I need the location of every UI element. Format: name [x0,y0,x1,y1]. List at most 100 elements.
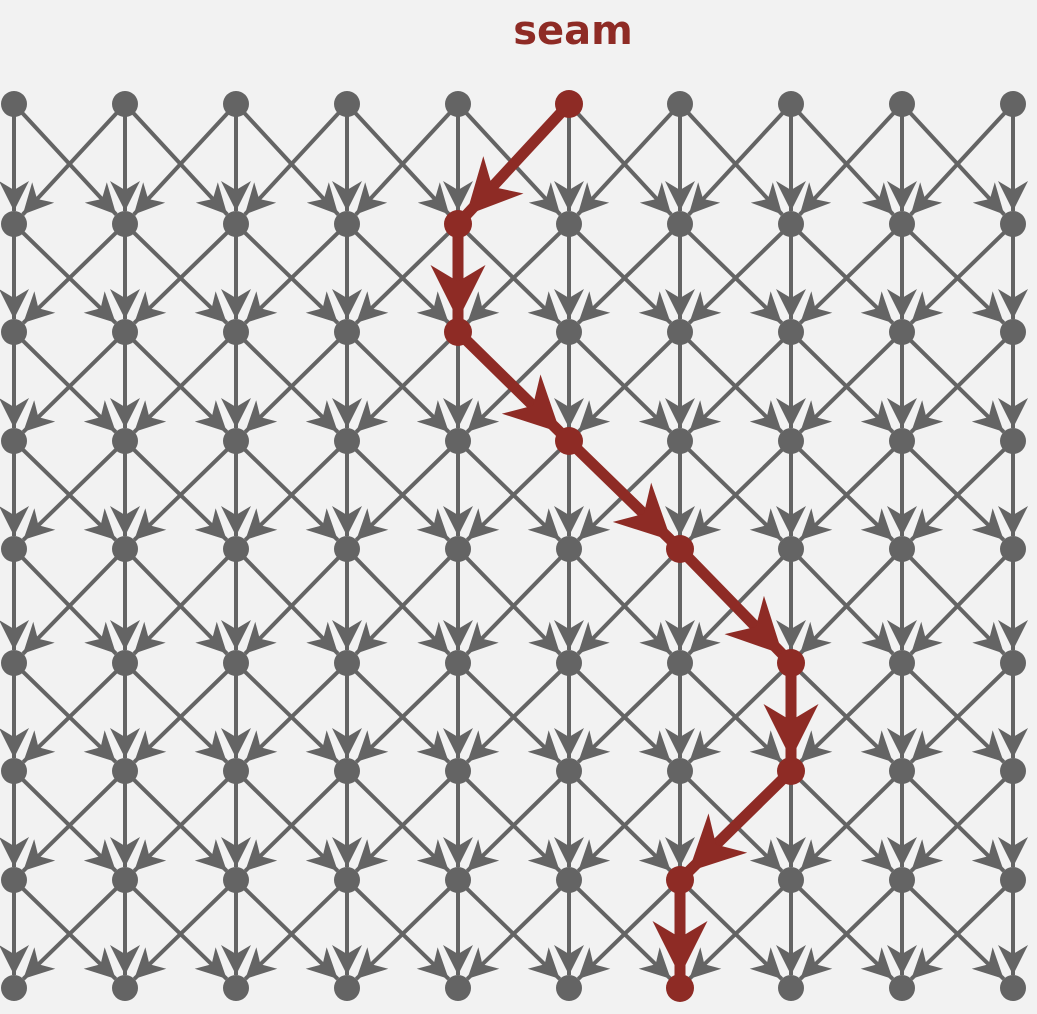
graph-edge [354,228,454,325]
graph-edge [465,884,565,981]
graph-node [889,319,915,345]
graph-edge [687,445,787,542]
graph-edge [906,553,1006,656]
graph-edge [465,775,565,873]
graph-edge [684,228,784,325]
graph-edge [240,445,340,542]
graph-edge [240,884,340,981]
graph-edge [18,445,118,542]
graph-edge [794,108,895,216]
graph-node [778,319,804,345]
graph-edge [795,228,895,325]
graph-edge [687,884,787,981]
graph-edge [906,884,1006,981]
graph-node [889,975,915,1001]
graph-edge [354,667,454,764]
graph-node [112,975,138,1001]
graph-node [112,536,138,562]
graph-node [334,867,360,893]
graph-edge [906,336,1006,434]
seam-node [777,757,805,785]
graph-edge [576,775,676,873]
graph-edge [243,108,344,216]
graph-edge [795,775,895,873]
graph-edge [573,228,673,325]
graph-node [445,536,471,562]
graph-edge [465,667,565,764]
graph-edge [243,445,343,542]
graph-node [334,91,360,117]
graph-node [667,211,693,237]
graph-node [334,211,360,237]
graph-node [778,211,804,237]
graph-edge [351,775,451,873]
graph-node [889,867,915,893]
graph-node [1,650,27,676]
graph-edge [798,228,898,325]
graph-edge [798,553,898,656]
graph-edge [129,884,229,981]
graph-node [445,650,471,676]
graph-node [112,211,138,237]
graph-node [1000,536,1026,562]
graph-edge [351,667,451,764]
graph-node [1,211,27,237]
graph-node [667,758,693,784]
graph-edge [243,775,343,873]
graph-node [778,975,804,1001]
graph-edge [243,667,343,764]
graph-edge [128,108,229,216]
graph-edge [462,553,562,656]
seam-node [666,866,694,894]
seam-node [555,427,583,455]
graph-node [1000,211,1026,237]
graph-edge [795,336,895,434]
graph-node [223,536,249,562]
graph-node [1000,975,1026,1001]
graph-edge [465,445,565,542]
graph-node [1,91,27,117]
graph-edge [687,108,788,216]
graph-edge [129,445,229,542]
graph-edge [129,228,229,325]
graph-edge [684,667,784,764]
seam-edge [680,549,787,659]
graph-edges [0,108,1028,981]
graph-edge [798,667,898,764]
graph-node [889,758,915,784]
graph-node [112,867,138,893]
graph-node [1000,91,1026,117]
graph-node [223,867,249,893]
graph-node [112,91,138,117]
graph-node [556,975,582,1001]
graph-node [334,319,360,345]
graph-edge [351,336,451,434]
graph-edge [18,775,118,873]
graph-node [889,428,915,454]
graph-edge [795,667,895,764]
graph-edge [21,775,121,873]
graph-edge [129,336,229,434]
graph-edge [240,667,340,764]
graph-edge [351,553,451,656]
graph-node [556,758,582,784]
graph-edge [795,553,895,656]
graph-edge [906,228,1006,325]
graph-edge [573,884,673,981]
graph-edge [354,445,454,542]
graph-edge [18,667,118,764]
graph-node [334,758,360,784]
graph-edge [240,553,340,656]
graph-node [334,428,360,454]
graph-edge [354,553,454,656]
graph-edge [572,108,673,216]
graph-edge [132,667,232,764]
graph-edge [132,108,233,216]
graph-edge [573,336,673,434]
graph-edge [18,336,118,434]
graph-edge [18,228,118,325]
graph-edge [687,336,787,434]
graph-node [667,319,693,345]
graph-node [1000,758,1026,784]
